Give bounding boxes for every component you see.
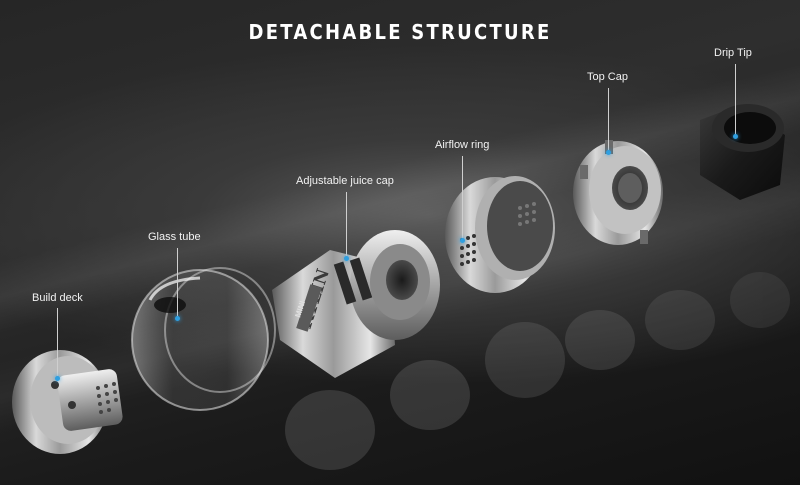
label-glass-tube: Glass tube (148, 231, 201, 243)
drip-tip-part (700, 104, 785, 200)
leader-line (735, 64, 736, 136)
leader-line (608, 88, 609, 152)
label-juice-cap: Adjustable juice cap (296, 175, 394, 187)
label-drip-tip: Drip Tip (714, 47, 752, 59)
label-build-deck: Build deck (32, 292, 83, 304)
leader-line (177, 248, 178, 318)
page-title: DETACHABLE STRUCTURE (248, 20, 552, 44)
callout-dot (606, 150, 611, 155)
build-deck-part (12, 350, 123, 454)
callout-dot (460, 238, 465, 243)
airflow-ring-part (445, 176, 555, 293)
callout-dot (175, 316, 180, 321)
callout-dot (733, 134, 738, 139)
callout-dot (344, 256, 349, 261)
callout-dot (55, 376, 60, 381)
label-airflow-ring: Airflow ring (435, 139, 490, 151)
leader-line (57, 308, 58, 380)
top-cap-part (573, 140, 663, 245)
leader-line (346, 192, 347, 258)
juice-cap-part: KYLIN MINI (272, 230, 440, 378)
label-top-cap: Top Cap (587, 71, 628, 83)
leader-line (462, 156, 463, 240)
reflection-blur (285, 272, 790, 470)
glass-tube-part (131, 267, 276, 411)
